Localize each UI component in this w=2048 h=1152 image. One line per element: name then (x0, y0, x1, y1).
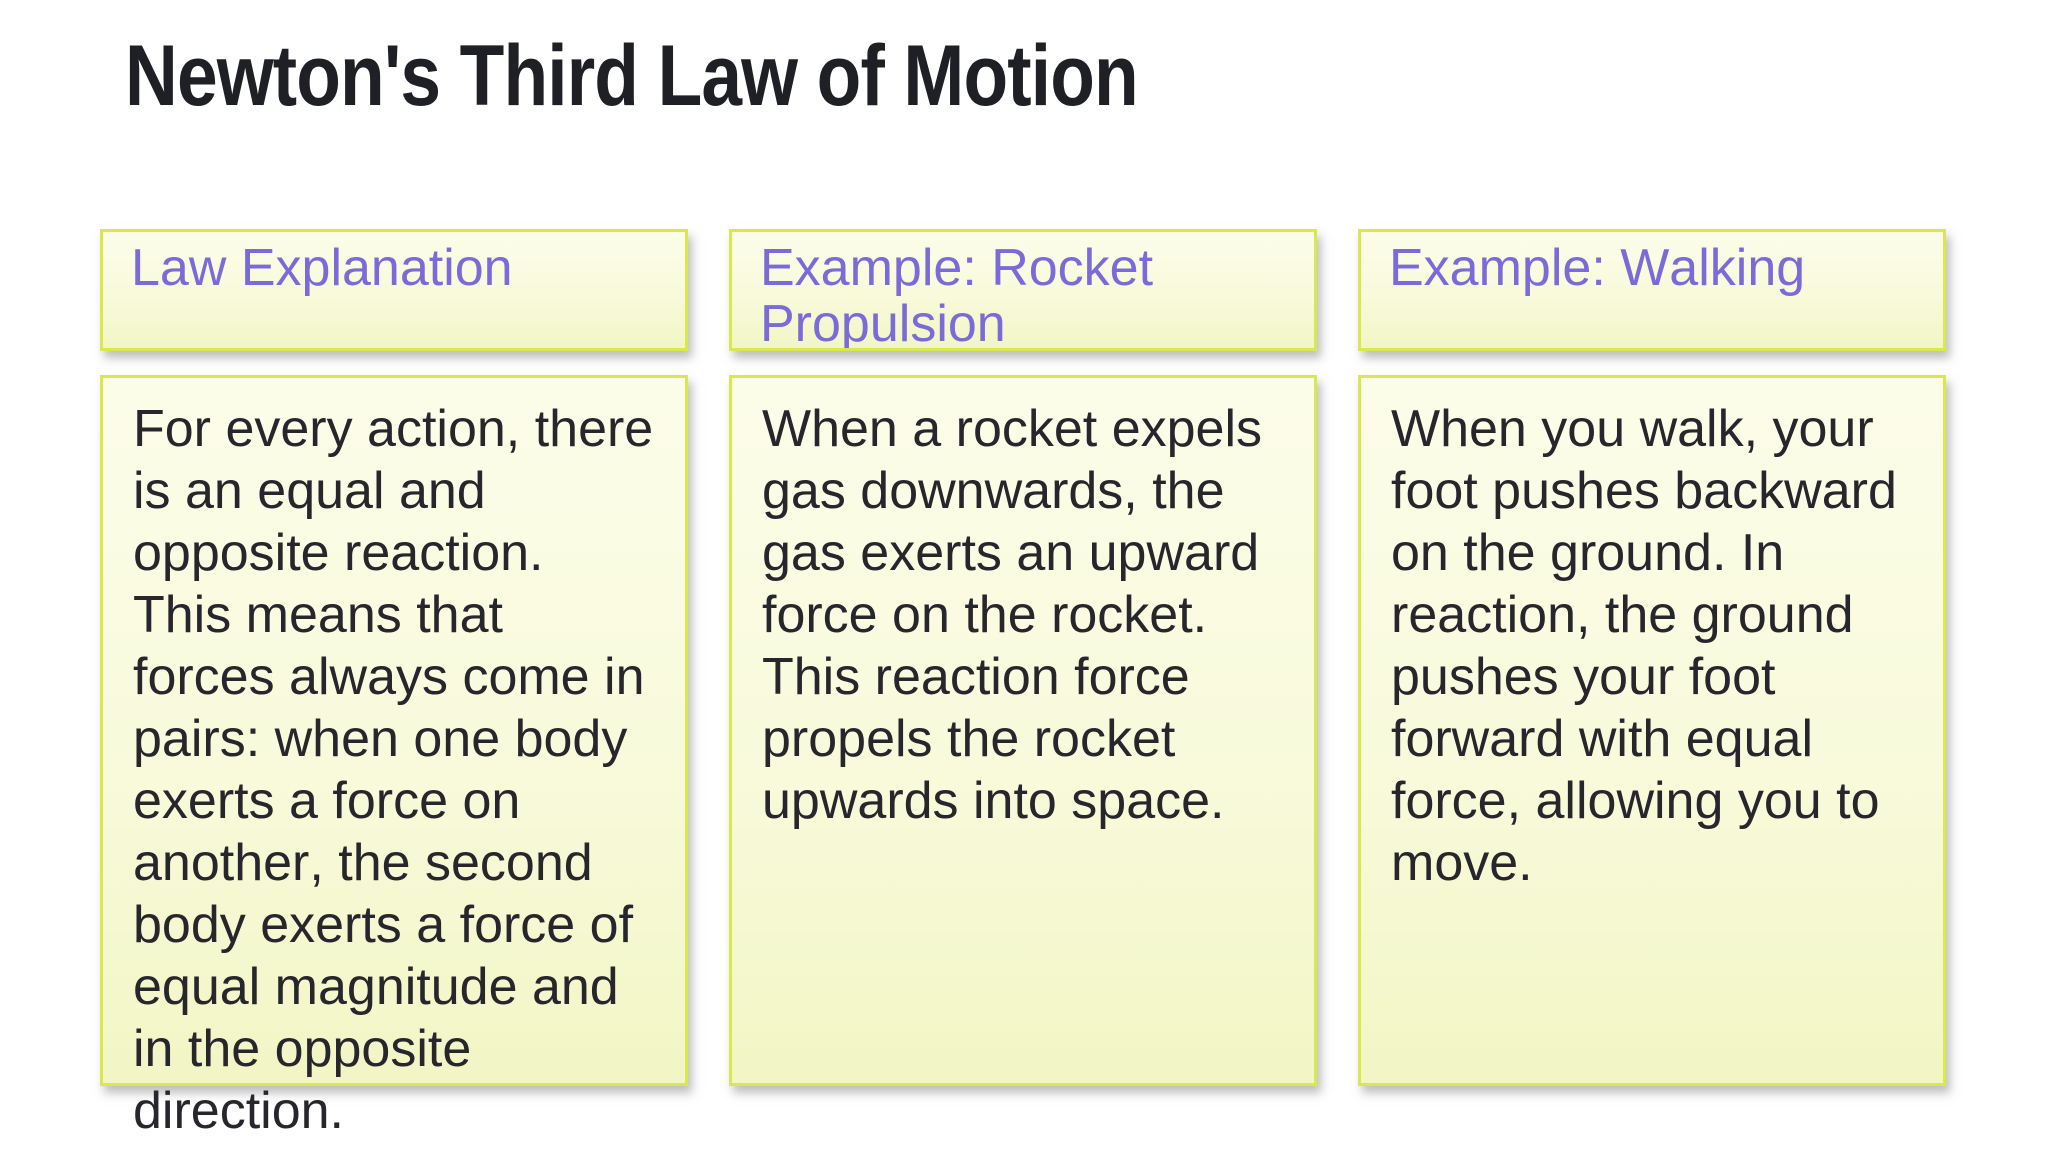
card-header-law-explanation: Law Explanation (100, 229, 688, 351)
cards-grid: Law Explanation For every action, there … (100, 229, 1946, 1140)
card-column-walking: Example: Walking When you walk, your foo… (1358, 229, 1946, 1086)
card-column-law-explanation: Law Explanation For every action, there … (100, 229, 688, 1140)
card-body-law-explanation: For every action, there is an equal and … (100, 375, 688, 1140)
card-body-walking: When you walk, your foot pushes backward… (1358, 375, 1946, 1086)
card-header-walking: Example: Walking (1358, 229, 1946, 351)
page-title: Newton's Third Law of Motion (125, 28, 1139, 124)
card-header-rocket-propulsion: Example: Rocket Propulsion (729, 229, 1317, 351)
card-body-rocket-propulsion: When a rocket expels gas downwards, the … (729, 375, 1317, 1086)
card-column-rocket-propulsion: Example: Rocket Propulsion When a rocket… (729, 229, 1317, 1086)
